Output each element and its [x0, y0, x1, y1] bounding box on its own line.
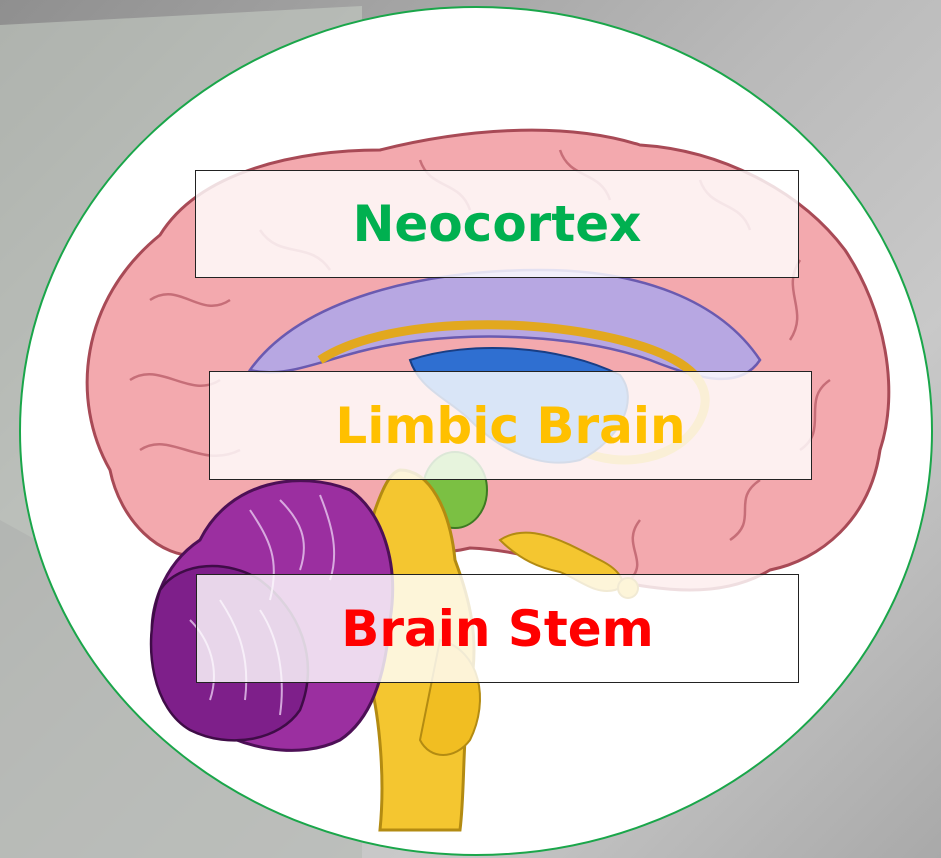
neocortex-label-box: Neocortex	[195, 170, 799, 278]
neocortex-label: Neocortex	[353, 195, 642, 253]
limbic-brain-label-box: Limbic Brain	[209, 371, 812, 480]
brain-stem-label-box: Brain Stem	[196, 574, 799, 683]
limbic-brain-label: Limbic Brain	[335, 397, 685, 455]
brain-stem-label: Brain Stem	[341, 600, 654, 658]
